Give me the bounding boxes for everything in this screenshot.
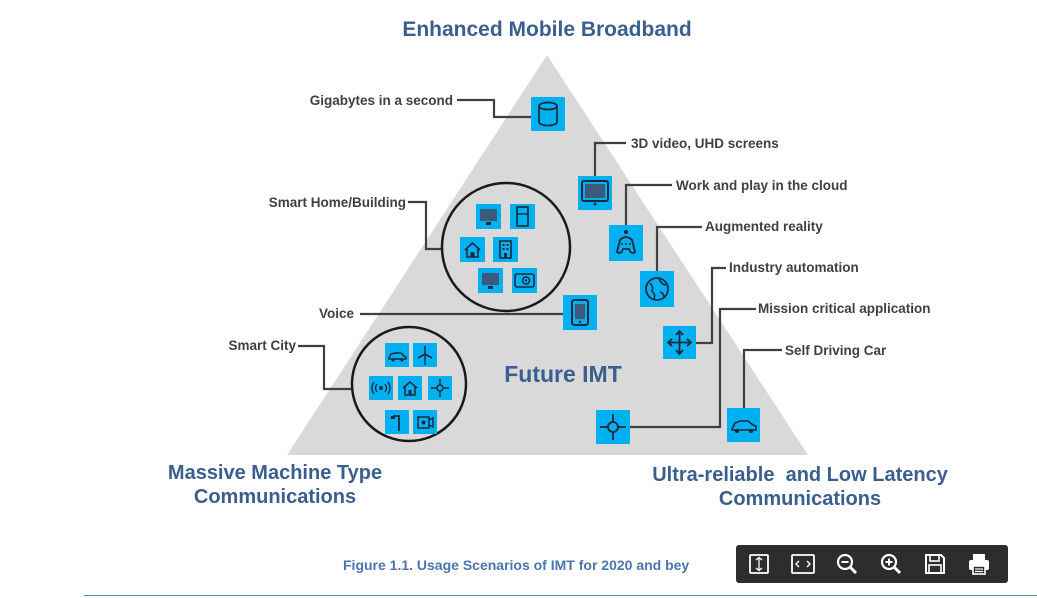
tv-screen-icon: [578, 176, 612, 210]
center-label: Future IMT: [504, 361, 622, 387]
drone-icon: [596, 410, 630, 444]
car-icon: [727, 408, 760, 442]
corner-title-left: Massive Machine Type Communications: [130, 461, 420, 509]
connector-ar: [655, 225, 702, 271]
gamepad-icon: [609, 225, 643, 261]
connector-video: [593, 141, 626, 176]
label-mission: Mission critical application: [758, 301, 931, 316]
connector-industry: [696, 266, 726, 345]
title-left-line1: Massive Machine Type: [167, 462, 383, 484]
bottom-divider: [84, 595, 1037, 596]
smart-city-circle: [350, 325, 468, 443]
print-button[interactable]: [959, 548, 999, 580]
label-cloud: Work and play in the cloud: [676, 178, 848, 193]
pdf-toolbar: [736, 545, 1008, 583]
network-icon: [428, 376, 452, 400]
signal-broadcast-icon: [369, 376, 393, 400]
print-icon: [969, 554, 989, 575]
connector-cloud: [624, 183, 672, 225]
monitor-icon: [476, 204, 501, 229]
title-right-line1: Ultra-reliable and Low Latency: [652, 464, 948, 486]
connector-mission: [630, 307, 756, 429]
connector-smart-home: [408, 200, 442, 251]
fit-width-button[interactable]: [783, 548, 823, 580]
database-icon: [531, 97, 565, 131]
figure-caption: Figure 1.1. Usage Scenarios of IMT for 2…: [343, 557, 690, 573]
label-video: 3D video, UHD screens: [631, 136, 779, 151]
fit-page-button[interactable]: [739, 548, 779, 580]
smartphone-icon: [563, 295, 597, 330]
label-industry: Industry automation: [729, 260, 859, 275]
connector-lines: [298, 98, 782, 429]
label-voice: Voice: [319, 306, 355, 321]
home-icon: [460, 237, 485, 262]
title-right-line2: Communications: [718, 488, 882, 510]
title-top-text: Enhanced Mobile Broadband: [402, 18, 692, 41]
desktop-icon: [478, 268, 503, 293]
corner-title-right: Ultra-reliable and Low Latency Communica…: [615, 463, 985, 511]
connector-smart-city: [298, 344, 353, 391]
title-left-line2: Communications: [193, 486, 357, 508]
connector-self-driving: [742, 348, 782, 408]
label-ar: Augmented reality: [705, 219, 823, 234]
label-smart-city: Smart City: [228, 338, 296, 353]
zoom-in-button[interactable]: [871, 548, 911, 580]
label-gigabytes: Gigabytes in a second: [310, 93, 453, 108]
save-icon: [925, 554, 945, 574]
globe-icon: [640, 271, 674, 307]
city-car-icon: [385, 343, 409, 367]
street-light-icon: [385, 410, 409, 434]
label-self-driving: Self Driving Car: [785, 343, 887, 358]
camera-icon: [413, 410, 437, 434]
zoom-out-icon: [836, 553, 858, 575]
city-home-icon: [398, 376, 422, 400]
label-smart-home: Smart Home/Building: [269, 195, 406, 210]
connector-gigabytes: [457, 98, 531, 119]
building-icon: [493, 237, 518, 262]
wind-turbine-icon: [413, 343, 437, 367]
industry-automation-icon: [663, 326, 696, 359]
fit-page-icon: [749, 554, 769, 574]
refrigerator-icon: [510, 204, 535, 229]
zoom-out-button[interactable]: [827, 548, 867, 580]
fit-width-icon: [791, 554, 815, 574]
corner-title-top: Enhanced Mobile Broadband: [340, 18, 754, 42]
smart-home-circle: [440, 181, 572, 313]
washing-machine-icon: [512, 268, 537, 293]
zoom-in-icon: [880, 553, 902, 575]
save-button[interactable]: [915, 548, 955, 580]
